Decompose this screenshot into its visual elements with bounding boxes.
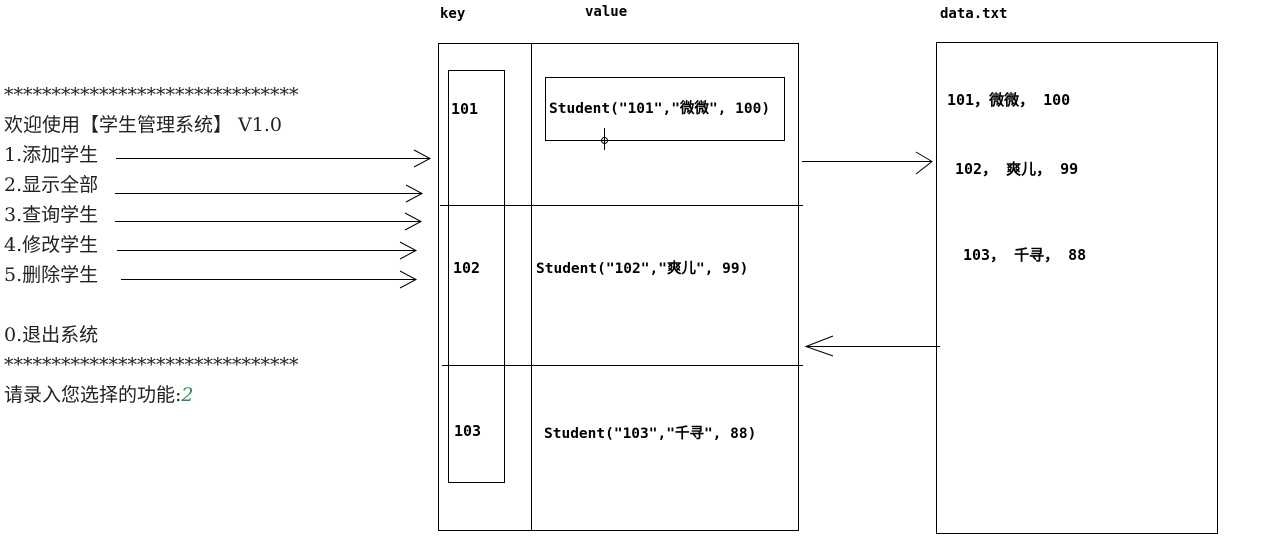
key-inner-box (448, 70, 505, 483)
map-box (438, 43, 799, 531)
file-line-1: 101，微微， 100 (947, 91, 1071, 109)
arrow-query-icon (115, 212, 423, 231)
map-key-102: 102 (453, 259, 481, 277)
arrow-add-icon (116, 149, 432, 168)
file-box (936, 42, 1218, 534)
value-header: value (585, 4, 628, 20)
arrow-show-all-icon (115, 184, 424, 203)
stars-bottom: ******************************* (4, 354, 299, 376)
prompt-text: 请录入您选择的功能: (4, 384, 182, 406)
map-key-103: 103 (454, 422, 482, 440)
menu-item-modify: 4.修改学生 (4, 234, 99, 256)
file-line-2: 102， 爽儿， 99 (955, 160, 1079, 178)
arrow-load-from-file-icon (804, 335, 940, 357)
crosshair-cursor-icon (599, 128, 610, 150)
menu-arrows (115, 149, 432, 289)
map-value-102: Student("102","爽儿", 99) (536, 261, 749, 277)
prompt-line: 请录入您选择的功能:2 (4, 384, 194, 406)
welcome-text: 欢迎使用【学生管理系统】 V1.0 (4, 114, 282, 136)
map-key-101: 101 (451, 100, 479, 118)
stars-top: ******************************* (4, 84, 299, 106)
map-value-101: Student("101","微微", 100) (549, 101, 771, 117)
menu-item-show-all: 2.显示全部 (4, 174, 99, 196)
menu-item-query: 3.查询学生 (4, 204, 99, 226)
arrow-save-to-file-icon (802, 151, 933, 175)
menu-item-delete: 5.删除学生 (4, 264, 99, 286)
file-title: data.txt (940, 6, 1008, 22)
key-header: key (440, 6, 466, 22)
arrow-delete-icon (121, 270, 418, 289)
map-value-103: Student("103","千寻", 88) (544, 426, 757, 442)
menu-item-exit: 0.退出系统 (4, 324, 99, 346)
input-value: 2 (181, 384, 194, 406)
value-inner-box (545, 77, 785, 141)
file-line-3: 103， 千寻， 88 (963, 246, 1087, 264)
menu-item-add: 1.添加学生 (4, 144, 99, 166)
arrow-modify-icon (117, 241, 418, 260)
